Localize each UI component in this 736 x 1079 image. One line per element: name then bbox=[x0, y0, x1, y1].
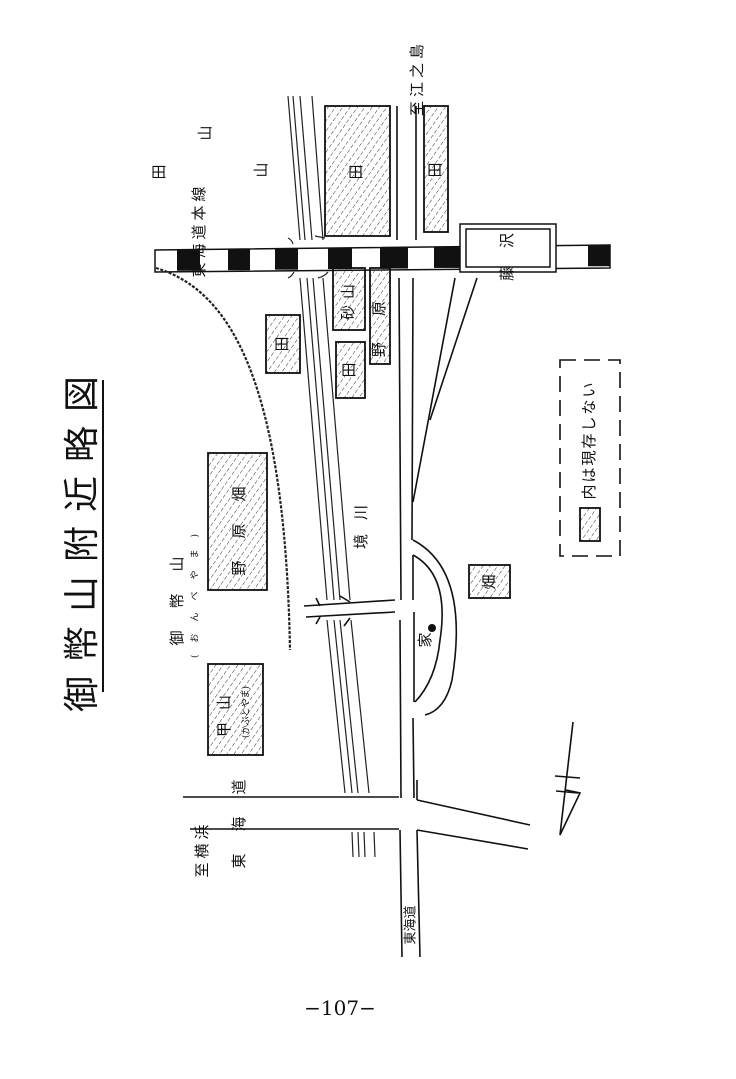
rice-field-below-2 bbox=[265, 314, 301, 374]
rice-field-below-1 bbox=[335, 341, 366, 399]
north-arrow-icon bbox=[554, 721, 582, 836]
house-label: 家 bbox=[416, 632, 434, 647]
rail-block bbox=[588, 245, 610, 267]
station-fujisawa bbox=[459, 223, 557, 273]
rice-field-small bbox=[423, 105, 449, 233]
to-enoshima-label: 至江之島 bbox=[408, 40, 426, 116]
nohara-area bbox=[369, 267, 391, 365]
mountain-label: 山 bbox=[196, 125, 214, 140]
page-number: −107− bbox=[304, 996, 376, 1020]
rice-field-large bbox=[324, 105, 391, 237]
legend-text: 内は現存しない bbox=[580, 380, 598, 499]
house-dot-icon bbox=[428, 624, 436, 632]
rail-block bbox=[275, 248, 298, 270]
to-yokohama-label: 至横浜 bbox=[193, 820, 211, 877]
field-label: 田 bbox=[150, 164, 168, 179]
rice-field-small-label: 田 bbox=[426, 162, 444, 177]
nohara-label: 野原 bbox=[370, 275, 388, 357]
railway-label: 東海道本線 bbox=[190, 182, 208, 277]
sakai-river bbox=[287, 95, 376, 858]
rail-block bbox=[228, 249, 250, 271]
rail-block bbox=[328, 248, 352, 270]
kabutoyama-label: 甲山 bbox=[215, 683, 233, 737]
rail-block bbox=[434, 246, 460, 268]
sunayama-area bbox=[332, 267, 366, 331]
tokaido-road-label: 東海道 bbox=[230, 757, 248, 868]
rice-field-label: 田 bbox=[340, 362, 358, 377]
roads bbox=[183, 106, 531, 958]
onbeyama-ruby: (おんべやま) bbox=[190, 522, 201, 658]
kabutoyama-area bbox=[207, 663, 264, 756]
sunayama-label: 砂山 bbox=[339, 278, 357, 320]
hill-boundary-line bbox=[155, 266, 292, 651]
hatake-area bbox=[468, 564, 511, 599]
legend-hatch-swatch bbox=[579, 507, 601, 542]
rice-field-label: 田 bbox=[273, 336, 291, 351]
hatake-label: 畑 bbox=[480, 574, 498, 589]
nohara-hatake-label: 野原畑 bbox=[230, 464, 248, 575]
kabutoyama-ruby: (かぶとやま) bbox=[241, 686, 252, 738]
rail-block bbox=[177, 249, 200, 271]
sakai-river-label: 境川 bbox=[352, 491, 370, 549]
mountain-label: 山 bbox=[252, 162, 270, 177]
onbeyama-label: 御幣山 bbox=[168, 534, 186, 645]
rail-block bbox=[380, 247, 408, 269]
legend: 内は現存しない bbox=[559, 359, 621, 557]
map-title: 御幣山附近略図 bbox=[62, 362, 103, 712]
rice-field-large-label: 田 bbox=[347, 164, 365, 179]
station-label: 藤沢 bbox=[498, 215, 516, 281]
nohara-hatake-area bbox=[207, 452, 268, 591]
tokaido-south-label: 東海道 bbox=[403, 905, 419, 944]
